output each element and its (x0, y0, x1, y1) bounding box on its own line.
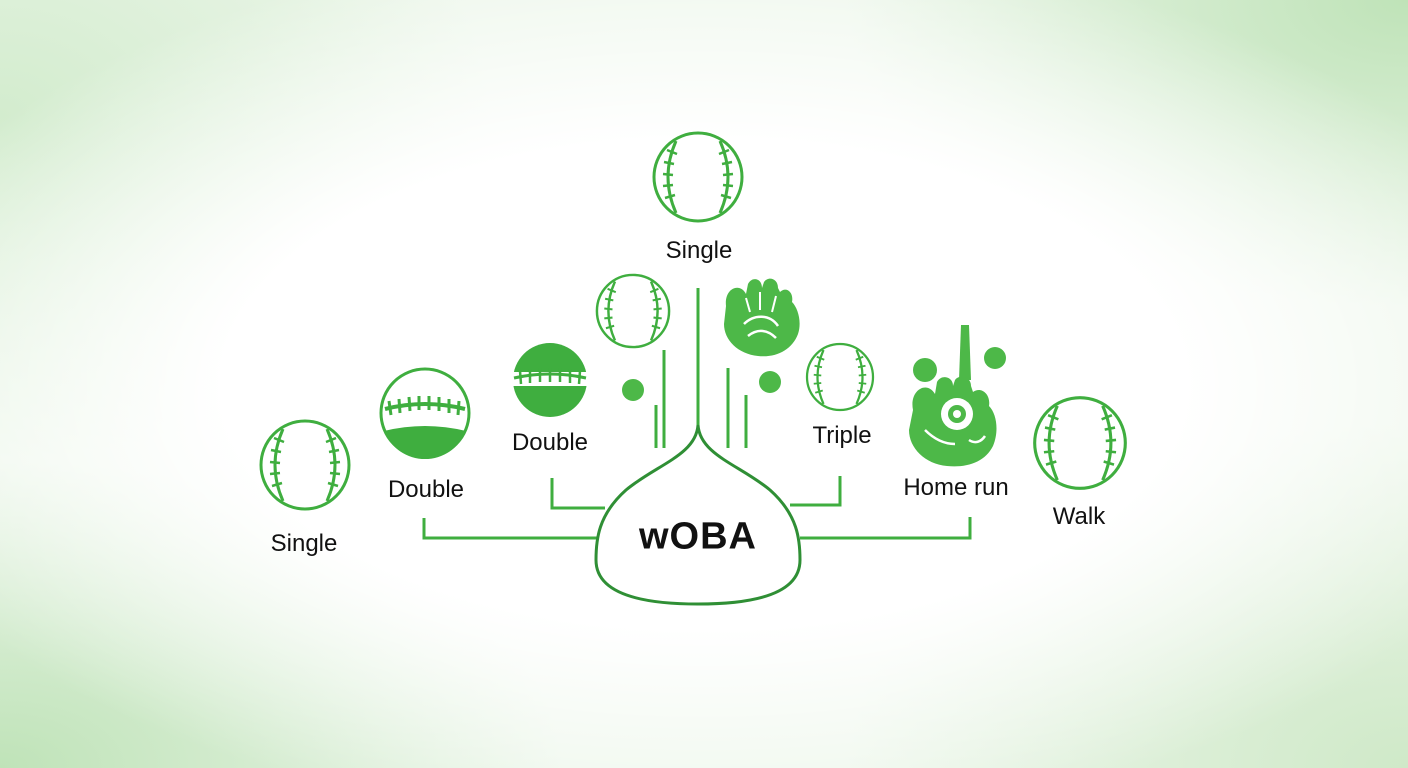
connector-lines (422, 288, 972, 540)
event-label-single: Single (270, 530, 338, 557)
event-label-double: Double (511, 429, 589, 456)
event-label-home-run: Home run (903, 474, 1009, 501)
baseball-icon (1033, 396, 1127, 490)
event-label-double: Double (387, 476, 465, 503)
dot-marker (759, 371, 781, 393)
wOBA-node (594, 424, 802, 606)
event-label-single: Single (665, 237, 733, 264)
baseball-icon (652, 131, 744, 223)
striped-baseball-icon (379, 367, 471, 460)
center-label: wOBA (639, 515, 757, 558)
glove-bat-icon (909, 325, 997, 467)
baseball-icon (259, 419, 351, 511)
dot-marker (984, 347, 1006, 369)
event-label-triple: Triple (812, 422, 872, 449)
dot-marker (622, 379, 644, 401)
glove-icon (724, 278, 800, 357)
baseball-icon (595, 273, 671, 349)
baseball-icon (805, 342, 875, 412)
striped-baseball-icon (513, 343, 587, 417)
event-label-walk: Walk (1052, 503, 1106, 530)
